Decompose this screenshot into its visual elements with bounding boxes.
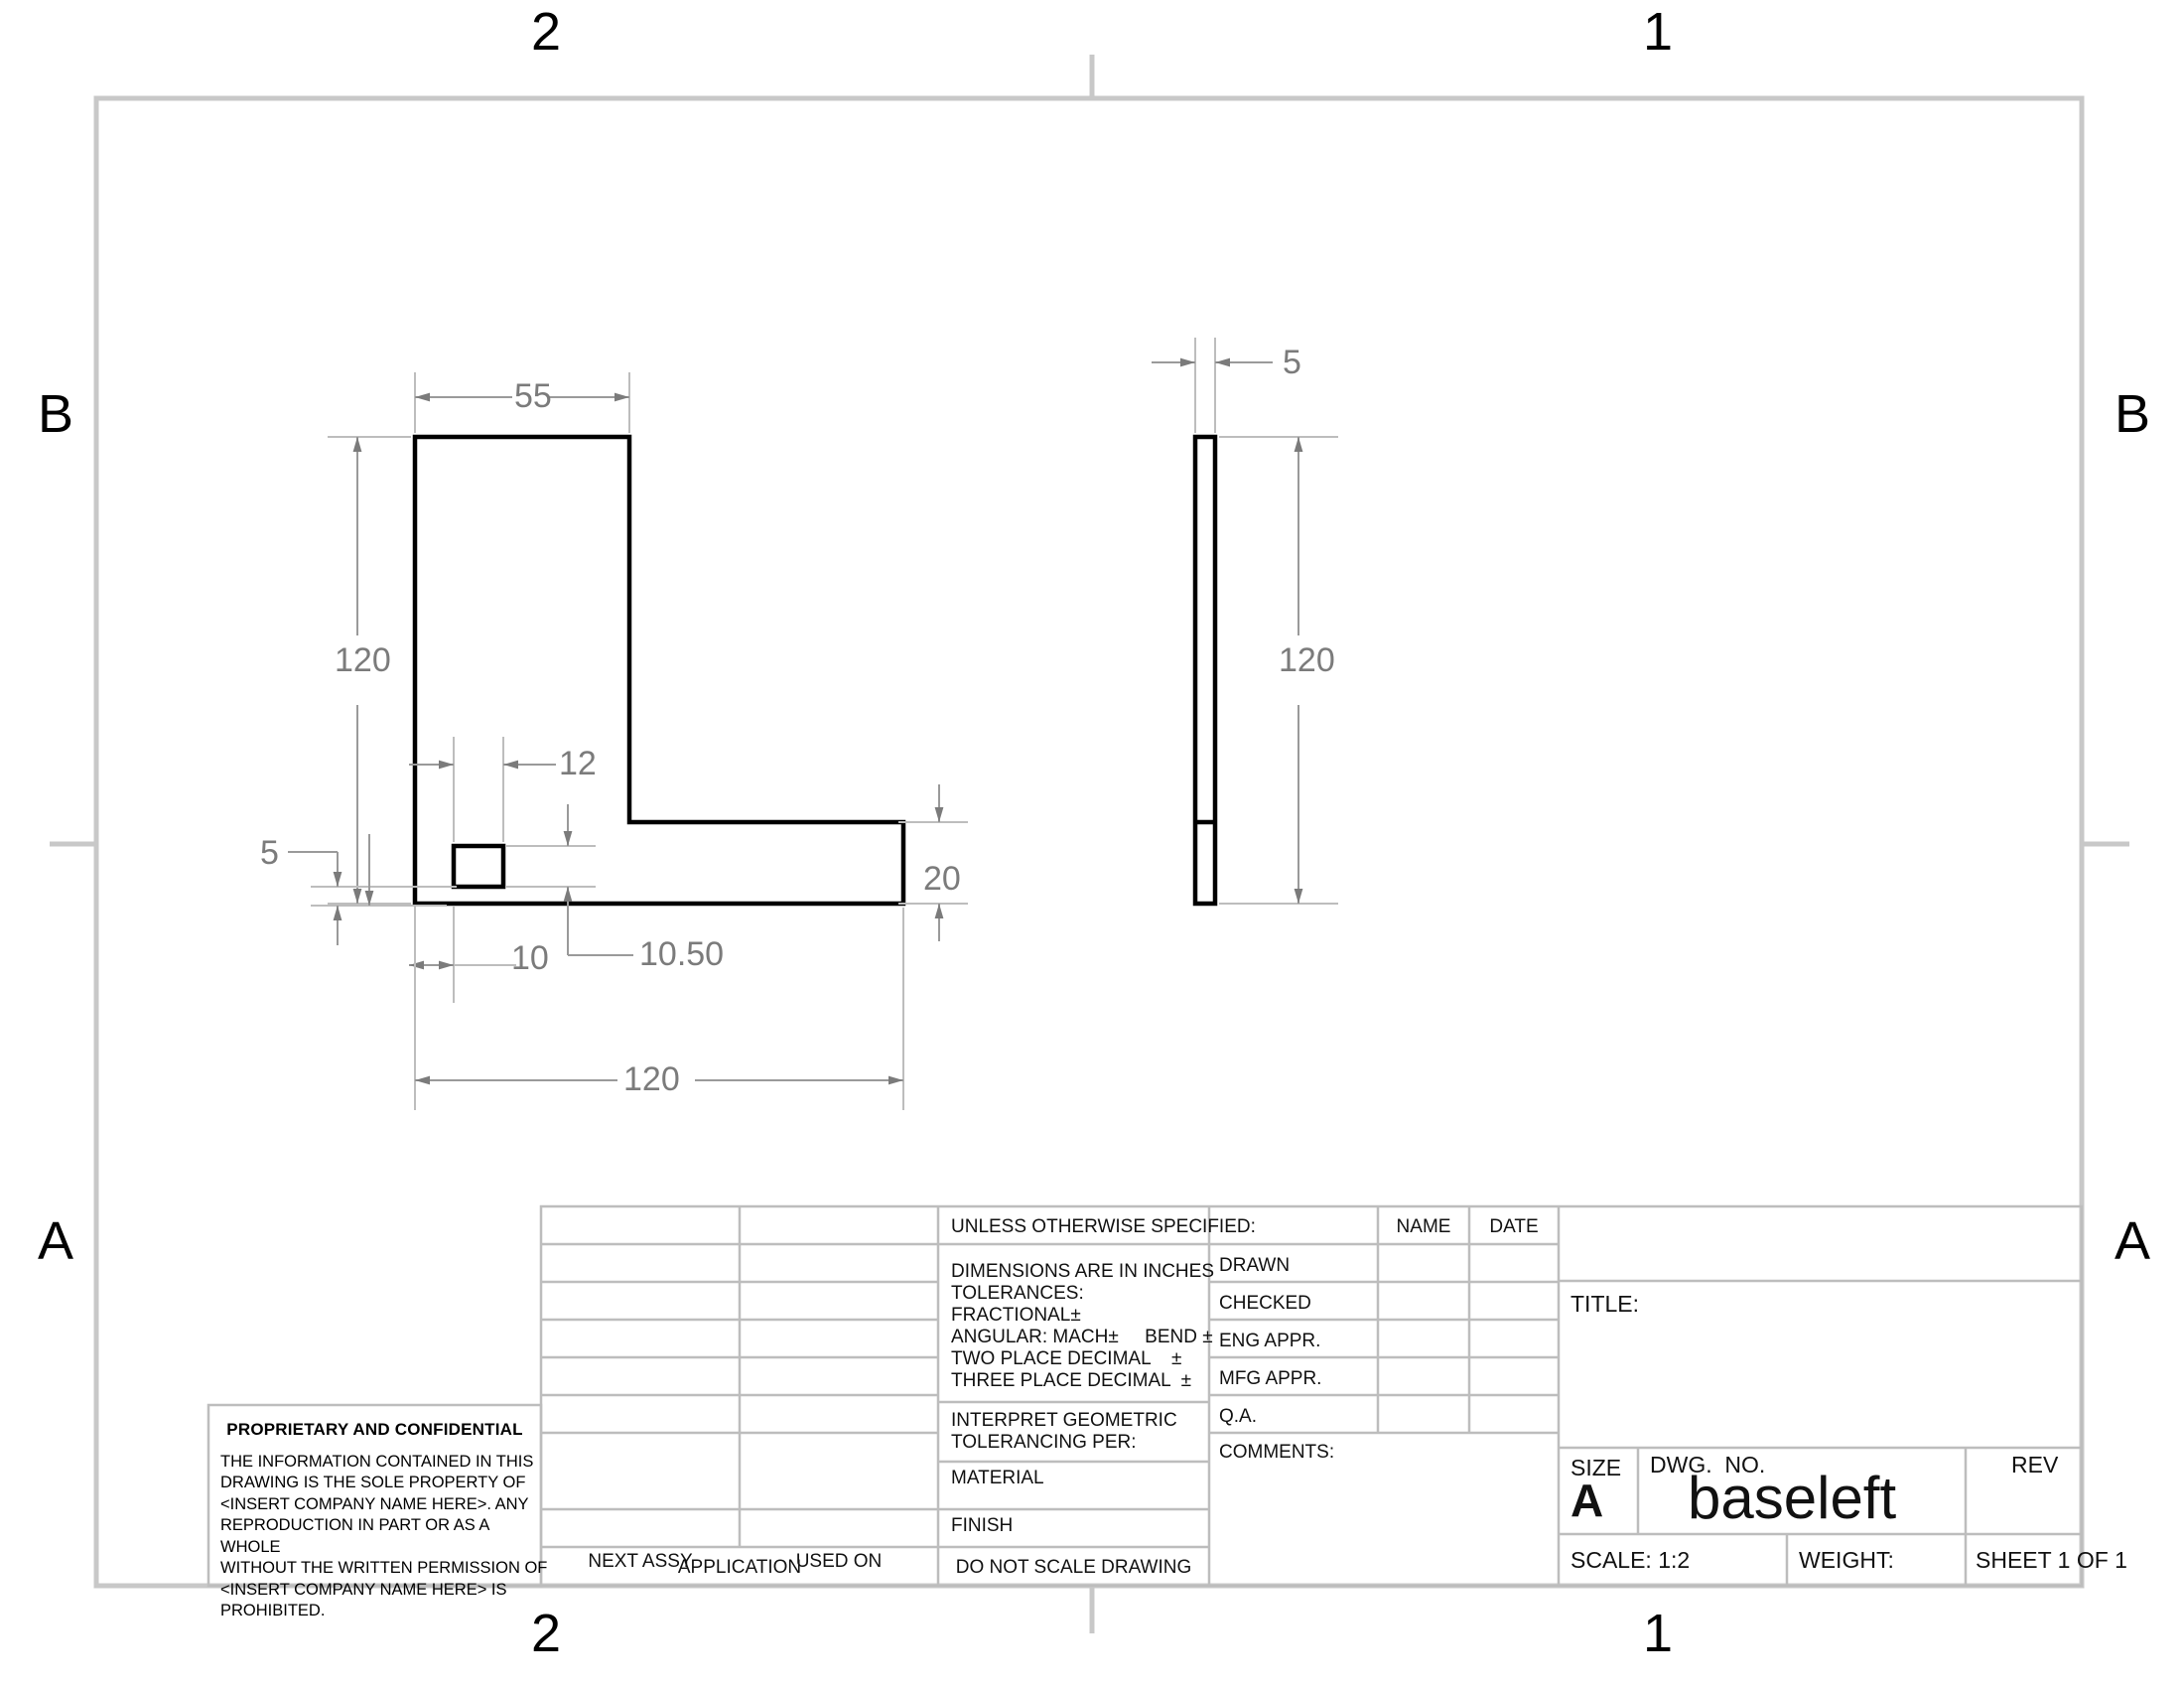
dim-120-height: 120 [335, 641, 391, 679]
dim-120-length: 120 [623, 1060, 680, 1098]
zone-right-a: A [2115, 1211, 2151, 1271]
finish-label: FINISH [951, 1515, 1014, 1536]
side-view-outline [1192, 434, 1218, 907]
dim-10: 10 [511, 939, 549, 977]
used-on-label: USED ON [795, 1551, 883, 1572]
approval-row-eng-appr: ENG APPR. [1219, 1331, 1321, 1351]
zone-bottom-1: 1 [1643, 1604, 1674, 1663]
tolerance-line-3: FRACTIONAL± [951, 1305, 1081, 1326]
front-view-outline [412, 434, 906, 907]
material-label: MATERIAL [951, 1468, 1044, 1488]
zone-left-a: A [38, 1211, 74, 1271]
size-value: A [1570, 1475, 1604, 1526]
approval-row-mfg-appr: MFG APPR. [1219, 1368, 1322, 1389]
rev-label: REV [2011, 1452, 2059, 1477]
zone-left-b: B [38, 384, 74, 444]
dim-55: 55 [514, 377, 552, 415]
title-label: TITLE: [1570, 1291, 1640, 1317]
zone-top-2: 2 [531, 2, 562, 62]
date-column-header: DATE [1489, 1216, 1539, 1237]
proprietary-body: THE INFORMATION CONTAINED IN THIS DRAWIN… [220, 1453, 548, 1620]
next-assy-label: NEXT ASSY [588, 1551, 693, 1572]
approval-row-drawn: DRAWN [1219, 1255, 1291, 1276]
dwg-no-label: DWG. NO. [1650, 1452, 1766, 1477]
weight-label: WEIGHT: [1799, 1547, 1894, 1573]
tolerance-line-4: ANGULAR: MACH± BEND ± [951, 1327, 1213, 1347]
tolerance-line-5: TWO PLACE DECIMAL ± [951, 1348, 1182, 1369]
approval-row-qa: Q.A. [1219, 1406, 1258, 1427]
zone-bottom-2: 2 [531, 1604, 562, 1663]
scale-value: SCALE: 1:2 [1570, 1547, 1691, 1573]
do-not-scale-label: DO NOT SCALE DRAWING [955, 1557, 1192, 1578]
dimension-lines-front [288, 372, 968, 1110]
dwg-no-value: baseleft [1688, 1465, 1897, 1531]
tolerance-line-2: TOLERANCES: [951, 1283, 1084, 1304]
comments-label: COMMENTS: [1219, 1442, 1335, 1463]
proprietary-box [206, 1403, 543, 1588]
approval-row-checked: CHECKED [1219, 1293, 1311, 1314]
title-block-grid [539, 1204, 2084, 1588]
zone-top-1: 1 [1643, 2, 1674, 62]
dimension-lines-side [1152, 338, 1338, 905]
size-label: SIZE [1570, 1455, 1622, 1480]
dim-20: 20 [923, 860, 961, 898]
application-label: APPLICATION [677, 1557, 802, 1578]
zone-right-b: B [2115, 384, 2151, 444]
unless-otherwise-specified: UNLESS OTHERWISE SPECIFIED: [951, 1216, 1256, 1237]
interpret-geometric-line1: INTERPRET GEOMETRIC [951, 1410, 1177, 1431]
front-view-slot [451, 843, 506, 890]
dim-120-side: 120 [1279, 641, 1335, 679]
dim-5-thickness: 5 [1283, 344, 1301, 381]
dim-10-50: 10.50 [639, 935, 725, 973]
zone-tick-marks [50, 55, 2129, 1633]
proprietary-heading: PROPRIETARY AND CONFIDENTIAL [226, 1420, 523, 1439]
dim-12: 12 [559, 745, 597, 782]
tolerance-line-1: DIMENSIONS ARE IN INCHES [951, 1261, 1214, 1282]
dim-5-offset: 5 [260, 834, 279, 872]
sheet-of: SHEET 1 OF 1 [1976, 1547, 2127, 1573]
tolerance-line-6: THREE PLACE DECIMAL ± [951, 1370, 1191, 1391]
interpret-geometric-line2: TOLERANCING PER: [951, 1432, 1137, 1453]
name-column-header: NAME [1396, 1216, 1451, 1237]
